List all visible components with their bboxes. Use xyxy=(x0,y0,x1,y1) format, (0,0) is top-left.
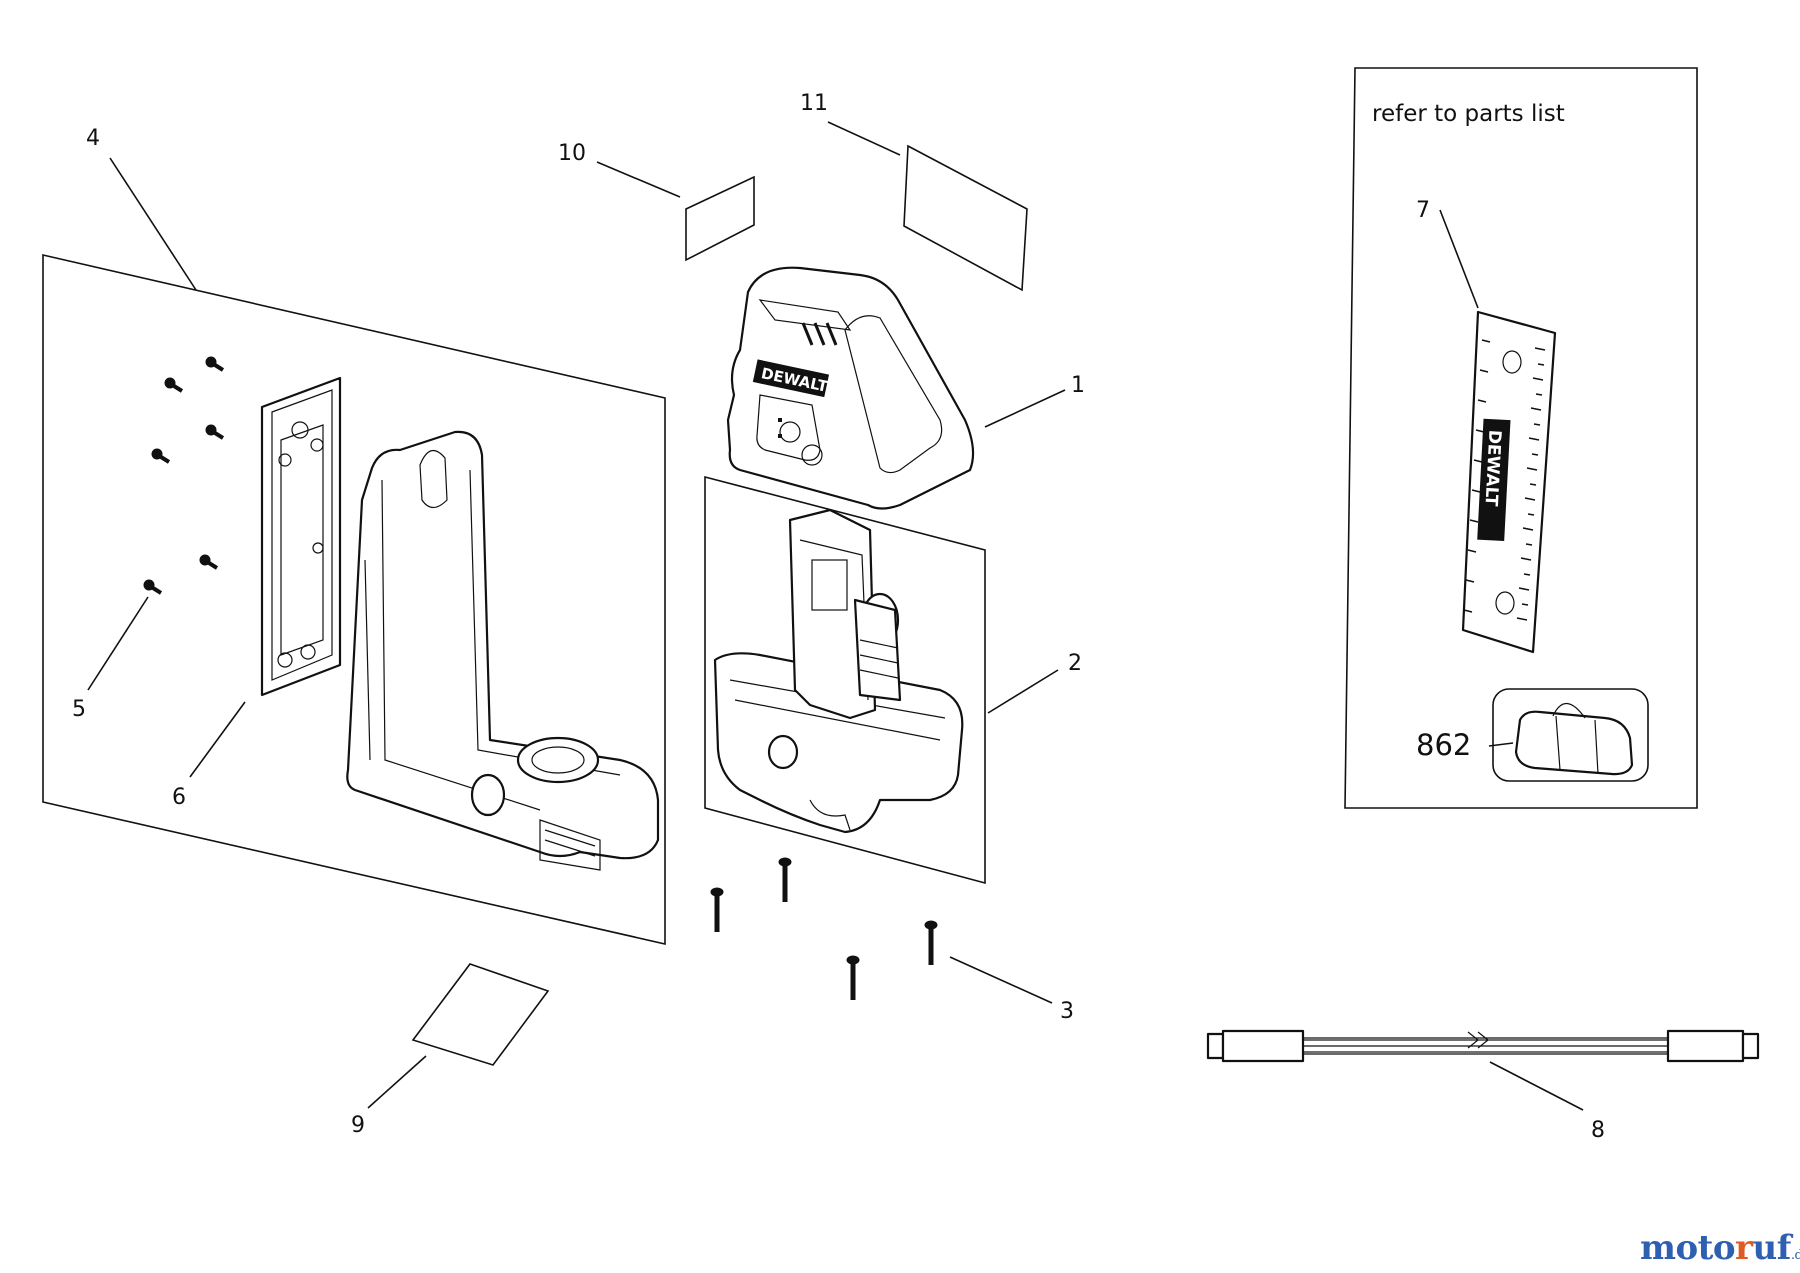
kit-box: refer to parts list xyxy=(1344,67,1698,809)
small-screw-icon xyxy=(143,356,225,595)
callout-11: 11 xyxy=(800,91,828,116)
target-card-9 xyxy=(411,963,550,1066)
panel-4-outline xyxy=(42,253,666,946)
brand-logo-suffix: .de xyxy=(1790,1248,1800,1263)
screw-icon xyxy=(710,857,938,1000)
callouts: 4 1 2 3 5 6 7 8 9 10 11 862 xyxy=(72,91,1605,1143)
label-sheet-11 xyxy=(903,144,1028,292)
ruler-dewalt-logo: DEWALT xyxy=(1480,429,1504,507)
callout-6: 6 xyxy=(172,785,186,810)
laser-chassis-icon xyxy=(713,508,964,834)
callout-7: 7 xyxy=(1416,198,1430,223)
callout-10: 10 xyxy=(558,141,586,166)
leader-lines xyxy=(87,121,1584,1111)
callout-862: 862 xyxy=(1416,728,1471,762)
label-sheet-10 xyxy=(685,175,755,262)
pole-icon xyxy=(1206,1029,1760,1063)
mounting-plate-icon xyxy=(260,376,342,697)
callout-1: 1 xyxy=(1071,373,1085,398)
chassis-panel xyxy=(704,475,986,885)
kit-bag-icon xyxy=(1492,688,1649,782)
wall-bracket-icon xyxy=(346,430,660,871)
ruler-icon: DEWALT xyxy=(1461,310,1557,654)
kit-box-outline xyxy=(1344,67,1698,809)
callout-8: 8 xyxy=(1591,1118,1605,1143)
brand-logo-main: motoruf xyxy=(1640,1228,1791,1268)
callout-4: 4 xyxy=(86,126,100,151)
callout-3: 3 xyxy=(1060,999,1074,1024)
callout-9: 9 xyxy=(351,1113,365,1138)
wall-mount-panel xyxy=(42,253,666,946)
callout-2: 2 xyxy=(1068,651,1082,676)
brand-watermark-logo: motoruf.de xyxy=(1640,1228,1800,1268)
parts-list-note: refer to parts list xyxy=(1372,101,1565,127)
panel-2-outline xyxy=(704,475,986,885)
callout-5: 5 xyxy=(72,697,86,722)
laser-housing-icon: DEWALT xyxy=(726,266,975,510)
